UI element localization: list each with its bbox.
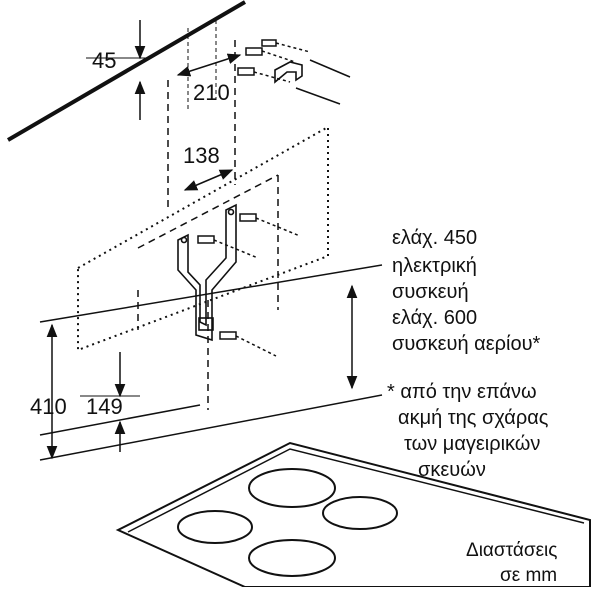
burner-back-right [322, 496, 398, 530]
burner-front-left [177, 510, 253, 544]
footnote-line-1: * από την επάνω [387, 381, 537, 403]
clearance-note-line-4: ελάχ. 600 [392, 307, 477, 329]
units-note: Διαστάσεις σε mm [466, 540, 557, 586]
clearance-note-line-5: συσκευή αερίου* [392, 333, 541, 355]
dim-149-label: 149 [86, 394, 123, 419]
clearance-note-line-2: ηλεκτρική [392, 255, 477, 277]
footnote-line-3: των μαγειρικών [404, 433, 540, 455]
ceiling-edge [6, 0, 247, 142]
screw-lower-2 [219, 331, 277, 357]
footnote-line-2: ακμή της σχάρας [398, 407, 549, 429]
clearance-note-line-1: ελάχ. 450 [392, 227, 477, 249]
dim-45: 45 [86, 20, 152, 120]
dim-210: 210 [176, 20, 242, 110]
burner-front-right [248, 539, 336, 577]
reference-lines [39, 264, 383, 461]
dim-149: 149 [80, 352, 140, 452]
footnote: * από την επάνω ακμή της σχάρας των μαγε… [387, 381, 549, 481]
dim-210-label: 210 [193, 80, 230, 105]
dim-410-label: 410 [30, 394, 67, 419]
screw-lower-1 [197, 213, 301, 259]
dim-410: 410 [30, 323, 67, 460]
screw-hole [180, 236, 188, 244]
units-line-2: σε mm [500, 565, 557, 586]
chimney-outline [137, 40, 279, 410]
burner-back-left [248, 468, 336, 508]
screw-upper-2 [237, 59, 351, 105]
dim-138-label: 138 [183, 143, 220, 168]
dim-45-label: 45 [92, 48, 116, 73]
clearance-note: ελάχ. 450 ηλεκτρική συσκευή ελάχ. 600 συ… [392, 227, 541, 355]
footnote-line-4: σκευών [418, 459, 486, 481]
cooktop [115, 441, 591, 588]
units-line-1: Διαστάσεις [466, 540, 557, 561]
screw-hole [227, 208, 235, 216]
clearance-note-line-3: συσκευή [392, 281, 469, 303]
dim-138: 138 [183, 143, 234, 191]
screws [197, 39, 351, 357]
screw-upper-1 [245, 39, 311, 63]
